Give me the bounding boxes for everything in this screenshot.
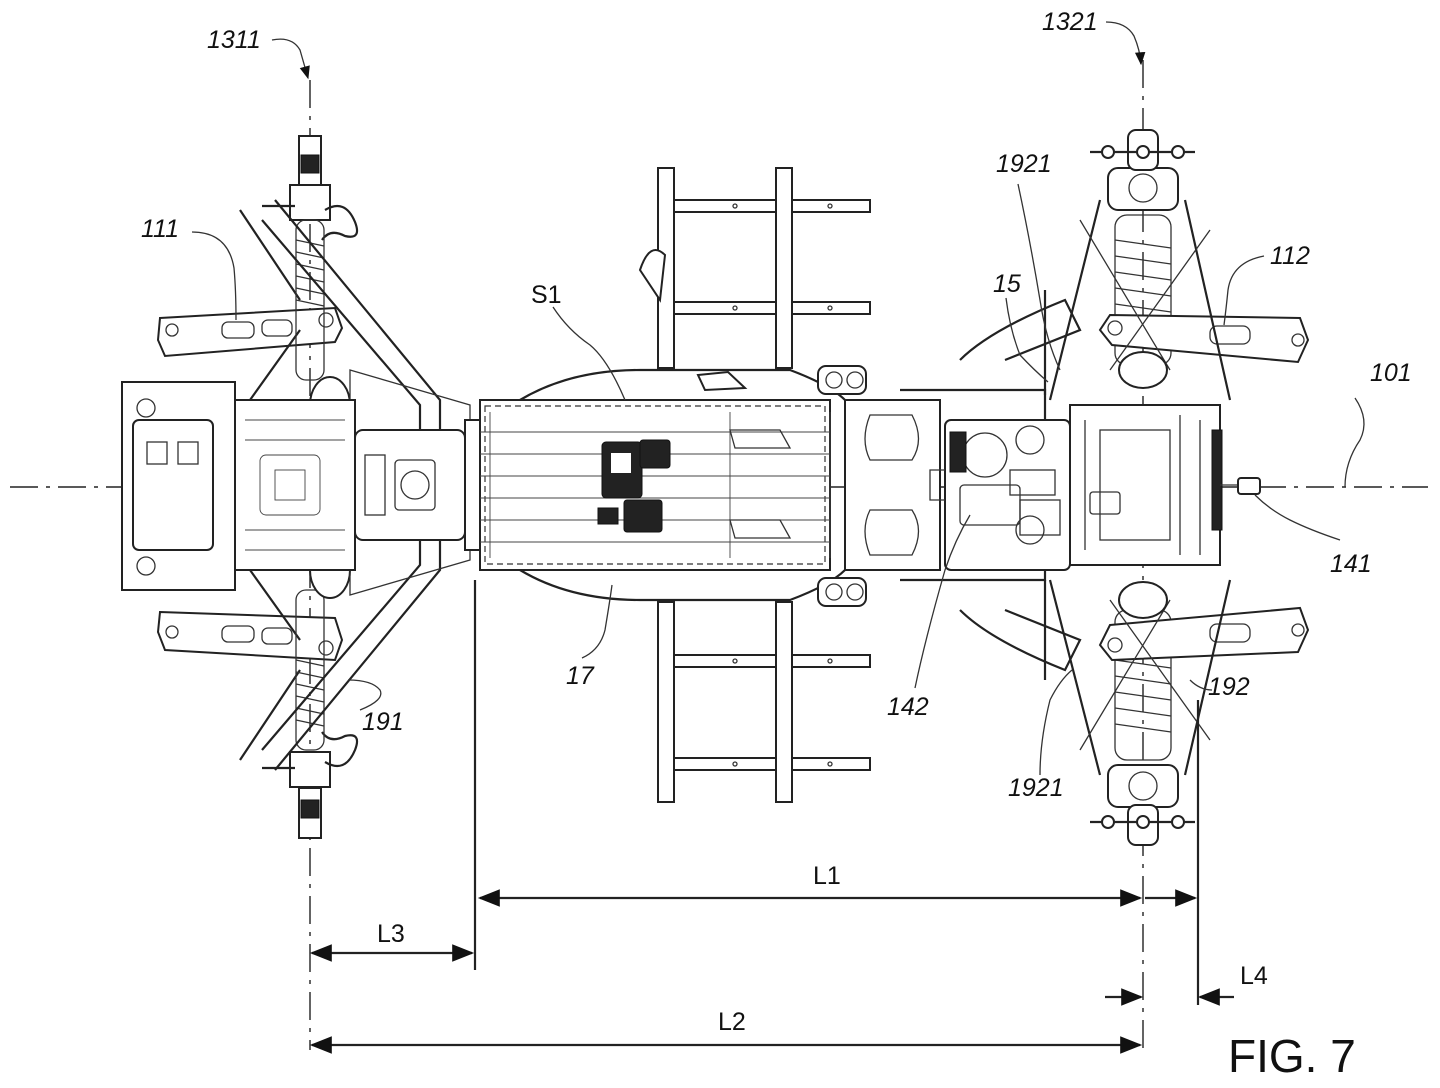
label-1921-top: 1921 <box>996 150 1052 178</box>
seat-frame-top <box>638 167 871 395</box>
dimension-labels: L1 L3 L4 L2 <box>377 862 1268 1036</box>
front-box <box>121 381 356 591</box>
center-frame <box>479 368 846 602</box>
label-17: 17 <box>566 662 595 690</box>
front-drive-module <box>354 419 486 551</box>
dim-label-L2: L2 <box>718 1008 746 1036</box>
dim-label-L4: L4 <box>1240 962 1268 990</box>
label-141: 141 <box>1330 550 1372 578</box>
label-15: 15 <box>993 270 1021 298</box>
seat-frame-bottom <box>657 577 871 803</box>
label-101: 101 <box>1370 359 1412 387</box>
label-111: 111 <box>141 215 179 243</box>
label-192: 192 <box>1208 673 1250 701</box>
label-191: 191 <box>362 708 404 736</box>
leader-lines <box>191 21 1365 776</box>
firewall <box>844 388 1047 582</box>
figure-title: FIG. 7 <box>1228 1030 1356 1082</box>
label-142: 142 <box>887 693 929 721</box>
reference-labels: 1311 1321 1921 111 112 15 S1 101 141 17 … <box>141 8 1412 802</box>
label-S1: S1 <box>531 281 562 309</box>
dim-label-L1: L1 <box>813 862 841 890</box>
front-suspension-assembly <box>156 135 471 839</box>
rear-powertrain <box>929 290 1261 680</box>
label-1921-bottom: 1921 <box>1008 774 1064 802</box>
rear-suspension-assembly <box>1048 129 1310 846</box>
label-1321: 1321 <box>1042 8 1098 36</box>
dimension-lines <box>309 580 1234 1054</box>
label-1311: 1311 <box>207 26 261 54</box>
label-112: 112 <box>1270 242 1310 270</box>
dim-label-L3: L3 <box>377 920 405 948</box>
